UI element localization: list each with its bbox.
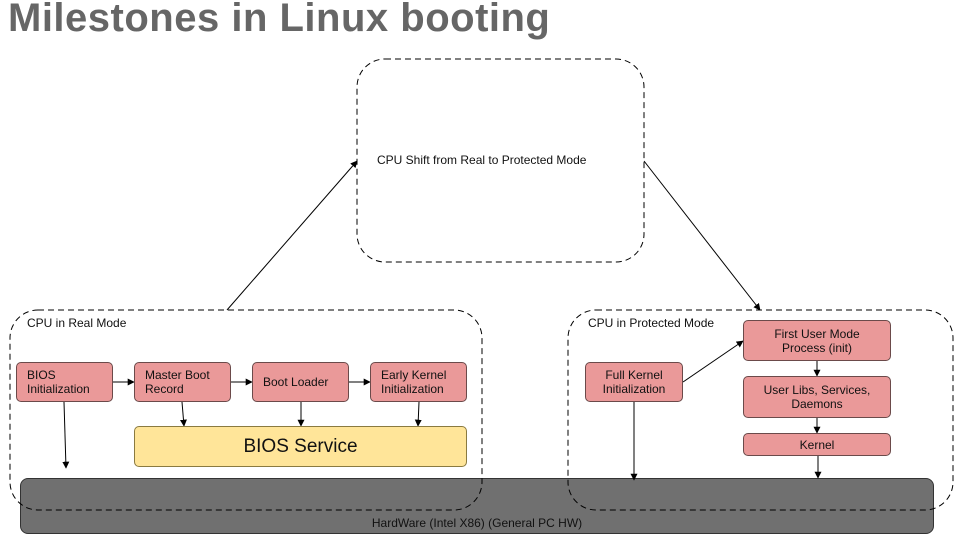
- protected-mode-label: CPU in Protected Mode: [588, 316, 715, 330]
- full-kernel-text: Full Kernel Initialization: [602, 368, 666, 396]
- arrow-real-to-shift: [226, 160, 358, 311]
- bios-service-text: BIOS Service: [243, 435, 358, 457]
- arrow-shift-to-protected: [643, 160, 761, 311]
- kernel-node: Kernel: [743, 433, 891, 456]
- hardware-label: HardWare (Intel X86) (General PC HW): [371, 516, 583, 530]
- first-user-process-text: First User Mode Process (init): [774, 326, 860, 355]
- boot-loader-node: Boot Loader: [252, 362, 349, 402]
- bios-initialization-text: BIOS Initialization: [27, 368, 90, 396]
- full-kernel-node: Full Kernel Initialization: [585, 362, 683, 402]
- user-libs-node: User Libs, Services, Daemons: [743, 376, 891, 418]
- real-mode-group-outline: [9, 309, 483, 511]
- user-libs-text: User Libs, Services, Daemons: [763, 383, 871, 411]
- kernel-text: Kernel: [799, 437, 835, 452]
- cpu-shift-label: CPU Shift from Real to Protected Mode: [377, 153, 587, 167]
- real-mode-label: CPU in Real Mode: [27, 316, 127, 330]
- page-title: Milestones in Linux booting: [8, 0, 551, 40]
- first-user-process-node: First User Mode Process (init): [743, 320, 891, 361]
- protected-mode-group-outline: [567, 309, 954, 511]
- arrow-mbr-to-service: [179, 401, 187, 427]
- bios-service-box: BIOS Service: [134, 426, 467, 467]
- early-kernel-text: Early Kernel Initialization: [381, 368, 447, 396]
- master-boot-record-node: Master Boot Record: [134, 362, 231, 402]
- hardware-bar: HardWare (Intel X86) (General PC HW): [20, 478, 934, 534]
- boot-loader-text: Boot Loader: [263, 375, 329, 389]
- arrow-early-to-service: [414, 401, 422, 427]
- master-boot-record-text: Master Boot Record: [145, 368, 210, 396]
- early-kernel-node: Early Kernel Initialization: [370, 362, 467, 402]
- arrow-bios-to-hardware: [62, 401, 70, 469]
- bios-initialization-node: BIOS Initialization: [16, 362, 113, 402]
- arrow-fullkernel-to-firstuser: [682, 340, 744, 383]
